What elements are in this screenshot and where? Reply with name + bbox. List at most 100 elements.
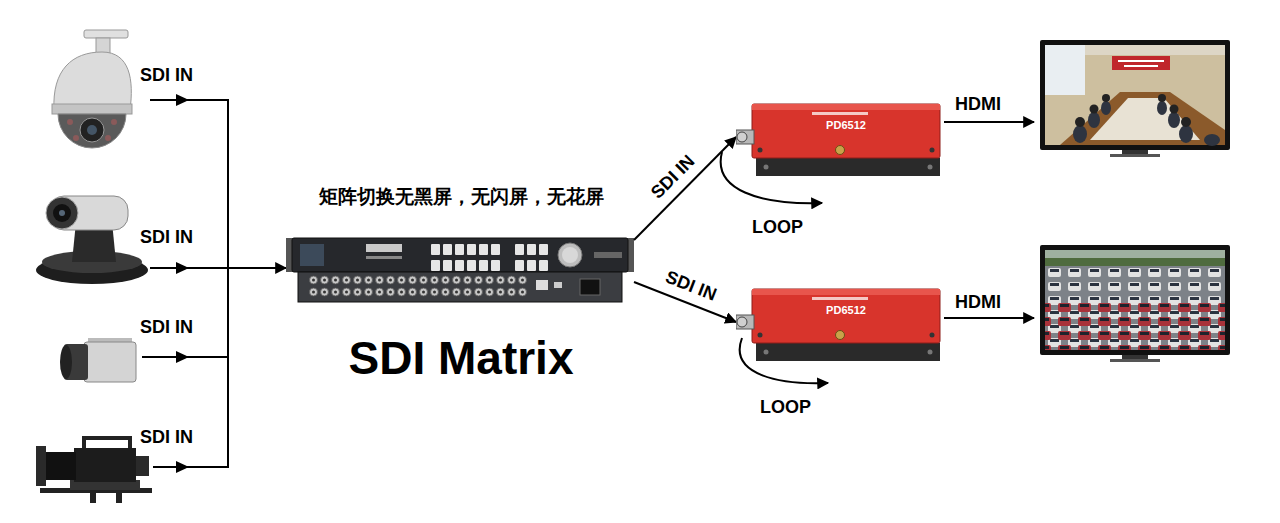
matrix-device bbox=[430, 243, 502, 273]
dome-camera bbox=[58, 114, 126, 148]
box-camera bbox=[84, 342, 136, 382]
loop-label: LOOP bbox=[752, 217, 803, 238]
sdi-hdmi-converter: PD6512 bbox=[736, 100, 942, 178]
tv-monitor bbox=[1124, 65, 1158, 67]
sdi-hdmi-converter: PD6512 bbox=[736, 285, 942, 363]
dome-camera bbox=[52, 104, 132, 114]
signal-label: SDI IN bbox=[140, 317, 193, 338]
matrix-device bbox=[558, 243, 582, 267]
ptz-camera bbox=[46, 197, 78, 229]
cinema-camera bbox=[44, 452, 76, 480]
tv-monitor bbox=[1045, 266, 1225, 350]
status-knob bbox=[836, 146, 845, 155]
tv-monitor bbox=[1045, 45, 1225, 145]
tv-monitor bbox=[1040, 245, 1230, 355]
matrix-device bbox=[300, 244, 324, 266]
edge-label: SDI IN bbox=[661, 266, 722, 306]
tv-monitor bbox=[1045, 258, 1225, 266]
hdmi-arrow bbox=[944, 317, 1034, 319]
screw-hole bbox=[764, 350, 769, 355]
matrix-device bbox=[536, 280, 548, 290]
screw bbox=[930, 148, 935, 153]
wire-arrowhead bbox=[176, 351, 189, 363]
tv-monitor bbox=[1110, 154, 1160, 157]
sdi-input-wires bbox=[142, 99, 286, 468]
edge-label: SDI IN bbox=[645, 149, 700, 204]
screw bbox=[758, 333, 763, 338]
screw-hole bbox=[764, 165, 769, 170]
case-highlight bbox=[752, 104, 940, 110]
brand-mark bbox=[812, 112, 868, 115]
cinema-camera bbox=[36, 446, 46, 486]
matrix-device bbox=[286, 238, 634, 302]
tv-monitor bbox=[1181, 117, 1191, 127]
matrix-device bbox=[562, 247, 578, 263]
tv-monitor bbox=[1045, 45, 1085, 95]
output-label: HDMI bbox=[955, 94, 1001, 115]
wire-arrowhead bbox=[176, 262, 189, 274]
bnc-connector bbox=[736, 130, 754, 144]
dome-camera bbox=[80, 118, 104, 142]
matrix-device bbox=[594, 252, 622, 258]
tv-monitor bbox=[1170, 105, 1179, 114]
matrix-device bbox=[298, 272, 622, 302]
converter-body bbox=[736, 100, 942, 178]
converter-base bbox=[756, 158, 940, 176]
tv-monitor bbox=[1118, 60, 1164, 62]
loop-label: LOOP bbox=[760, 397, 811, 418]
bnc-connector bbox=[737, 132, 747, 142]
bnc-connector bbox=[736, 315, 754, 329]
screw bbox=[758, 148, 763, 153]
screw bbox=[930, 333, 935, 338]
status-knob bbox=[836, 331, 845, 340]
tv-monitor bbox=[1168, 112, 1180, 128]
signal-label: SDI IN bbox=[140, 65, 193, 86]
cinema-camera bbox=[36, 438, 152, 503]
tv-monitor bbox=[1088, 112, 1100, 128]
bnc-connector bbox=[737, 317, 747, 327]
ptz-camera bbox=[36, 196, 148, 284]
dome-camera bbox=[52, 30, 132, 148]
case-highlight bbox=[752, 289, 940, 295]
box-camera bbox=[60, 338, 136, 382]
matrix-device bbox=[514, 243, 550, 273]
tv-monitor bbox=[1073, 125, 1087, 143]
converter-body bbox=[736, 285, 942, 363]
model-number: PD6512 bbox=[826, 119, 866, 132]
dome-camera bbox=[54, 52, 131, 110]
signal-arrow bbox=[634, 137, 736, 240]
tv-monitor bbox=[1110, 359, 1160, 362]
tv-monitor bbox=[1112, 56, 1170, 70]
tv-monitor bbox=[1045, 300, 1225, 350]
cinema-camera bbox=[90, 493, 96, 503]
signal-label: SDI IN bbox=[140, 227, 193, 248]
sdi-input-wires bbox=[142, 99, 228, 468]
hdmi-arrow bbox=[944, 121, 1034, 123]
dome-camera bbox=[105, 135, 111, 141]
converter-case bbox=[752, 104, 940, 158]
tv-monitor bbox=[1040, 245, 1230, 362]
tv-monitor bbox=[1157, 101, 1167, 115]
tv-monitor bbox=[1040, 40, 1230, 150]
dome-camera bbox=[73, 135, 79, 141]
cinema-camera bbox=[136, 456, 149, 476]
cinema-camera bbox=[116, 493, 122, 503]
tv-monitor bbox=[1075, 117, 1085, 127]
converter-base bbox=[756, 343, 940, 361]
tv-monitor bbox=[1090, 105, 1099, 114]
screw-hole bbox=[928, 165, 933, 170]
wire-arrowhead bbox=[176, 94, 189, 473]
dome-camera bbox=[84, 30, 128, 38]
output-label: HDMI bbox=[955, 292, 1001, 313]
ptz-camera bbox=[53, 204, 71, 222]
brand-mark bbox=[812, 297, 868, 300]
sdi-input-wires bbox=[228, 267, 286, 269]
dome-camera bbox=[111, 119, 117, 125]
tv-monitor bbox=[1102, 94, 1110, 102]
matrix-device bbox=[292, 238, 628, 272]
signal-label: SDI IN bbox=[140, 427, 193, 448]
matrix-device bbox=[580, 279, 600, 295]
matrix-device bbox=[366, 244, 402, 252]
wire-arrowhead bbox=[176, 94, 189, 106]
